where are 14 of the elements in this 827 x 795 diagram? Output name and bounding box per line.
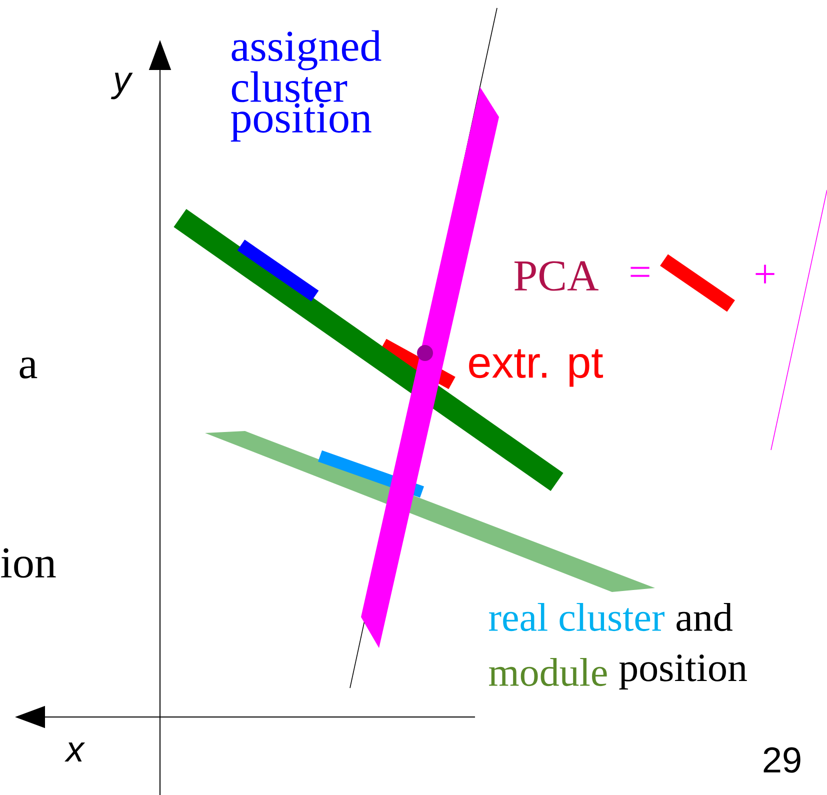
equals-sign: = [630,266,650,277]
page-number: 29 [764,747,800,773]
plus-sign: + [756,264,774,284]
axis-label: y [110,72,133,100]
axis-label: x [64,742,86,762]
legend-text: module [489,658,607,686]
formula-text: PCA [514,261,598,291]
annotation-text: a [20,357,38,379]
legend-text: real cluster [489,602,664,632]
annotation-text: extr. pt [469,349,604,387]
legend-text: position [619,654,747,690]
legend-text: and [676,602,732,632]
annotation-text: assigned cluster position [230,30,382,142]
annotation-text: ion [1,548,56,578]
